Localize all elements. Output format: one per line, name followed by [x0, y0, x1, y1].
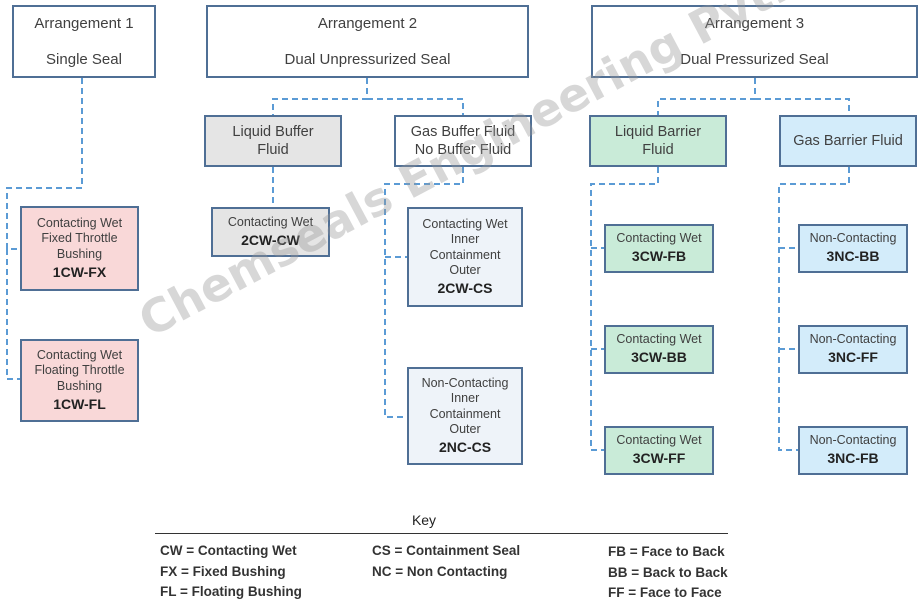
liquid-barrier-line2: Fluid — [642, 142, 674, 158]
seal-2nc-cs-line2: Inner — [450, 391, 480, 406]
seal-2nc-cs-line1: Non-Contacting — [421, 375, 509, 390]
seal-3nc-fb-code: 3NC-FB — [827, 450, 879, 467]
arrangement-3-title: Arrangement 3 — [704, 15, 805, 32]
seal-3cw-fb-box: Contacting Wet 3CW-FB — [604, 224, 714, 273]
arrangement-1-title: Arrangement 1 — [34, 15, 134, 32]
seal-3nc-bb-code: 3NC-BB — [826, 248, 880, 265]
connector-arr1-to-1cw-fx — [6, 78, 83, 250]
seal-2cw-cw-box: Contacting Wet 2CW-CW — [211, 207, 330, 257]
arrangement-2-box: Arrangement 2 Dual Unpressurized Seal — [206, 5, 529, 78]
liquid-barrier-line1: Liquid Barrier — [614, 123, 702, 140]
arrangement-3-subtitle: Dual Pressurized Seal — [680, 51, 829, 69]
connector-arr2-to-gas-buffer — [367, 98, 464, 115]
key-item-ff: FF = Face to Face — [608, 585, 722, 600]
gas-barrier-fluid-box: Gas Barrier Fluid — [779, 115, 917, 167]
connector-gas-barrier-down — [778, 167, 850, 451]
seal-3cw-fb-code: 3CW-FB — [631, 248, 687, 265]
seal-1cw-fx-code: 1CW-FX — [52, 263, 107, 280]
seal-3nc-fb-box: Non-Contacting 3NC-FB — [798, 426, 908, 475]
seal-3nc-bb-line1: Non-Contacting — [809, 231, 897, 246]
seal-3cw-ff-code: 3CW-FF — [632, 450, 686, 467]
liquid-barrier-fluid-box: Liquid Barrier Fluid — [589, 115, 727, 167]
seal-2cw-cw-code: 2CW-CW — [241, 231, 300, 248]
connector-arr3-split — [657, 78, 756, 115]
seal-2cw-cs-line4: Outer — [449, 263, 481, 278]
arrangement-3-box: Arrangement 3 Dual Pressurized Seal — [591, 5, 918, 78]
connector-arr2-split — [272, 78, 368, 115]
seal-3cw-ff-box: Contacting Wet 3CW-FF — [604, 426, 714, 475]
seal-1cw-fx-line3: Bushing — [56, 247, 103, 262]
seal-3nc-fb-line1: Non-Contacting — [809, 433, 897, 448]
seal-1cw-fl-line2: Floating Throttle — [34, 363, 125, 378]
key-item-fx: FX = Fixed Bushing — [160, 563, 286, 579]
key-item-nc: NC = Non Contacting — [372, 563, 508, 579]
seal-2cw-cs-code: 2CW-CS — [437, 280, 493, 296]
key-column-3: FB = Face to Back BB = Back to Back FF =… — [608, 542, 728, 604]
arrangement-2-subtitle: Dual Unpressurized Seal — [284, 51, 451, 69]
seal-2nc-cs-box: Non-Contacting Inner Containment Outer 2… — [407, 367, 523, 465]
seal-2nc-cs-code: 2NC-CS — [438, 439, 492, 455]
seal-3nc-ff-line1: Non-Contacting — [809, 332, 897, 347]
connector-gas-buffer-down — [384, 167, 464, 418]
key-title: Key — [411, 512, 437, 528]
seal-3nc-ff-code: 3NC-FF — [828, 349, 878, 366]
gas-barrier-line1: Gas Barrier Fluid — [793, 132, 903, 149]
seal-2cw-cs-line3: Containment — [429, 247, 501, 262]
seal-3nc-bb-box: Non-Contacting 3NC-BB — [798, 224, 908, 273]
liquid-buffer-line1: Liquid Buffer — [232, 123, 314, 140]
arrangement-2-title: Arrangement 2 — [317, 15, 418, 32]
seal-1cw-fx-box: Contacting Wet Fixed Throttle Bushing 1C… — [20, 206, 139, 291]
connector-arr3-to-gas-barrier — [755, 98, 850, 115]
arrangement-1-subtitle: Single Seal — [46, 51, 122, 69]
seal-1cw-fx-line1: Contacting Wet — [36, 215, 123, 230]
seal-2cw-cs-line2: Inner — [450, 232, 480, 247]
gas-buffer-line2: No Buffer Fluid — [414, 142, 512, 158]
seal-3cw-bb-box: Contacting Wet 3CW-BB — [604, 325, 714, 374]
connector-liquid-barrier-down — [590, 167, 659, 451]
seal-2cw-cw-line1: Contacting Wet — [227, 214, 314, 229]
seal-1cw-fl-box: Contacting Wet Floating Throttle Bushing… — [20, 339, 139, 422]
key-item-fb: FB = Face to Back — [608, 544, 725, 559]
key-divider — [155, 533, 728, 534]
gas-buffer-fluid-box: Gas Buffer Fluid No Buffer Fluid — [394, 115, 532, 167]
seal-3cw-fb-line1: Contacting Wet — [616, 231, 702, 246]
key-item-cs: CS = Containment Seal — [372, 543, 521, 558]
seal-2cw-cs-box: Contacting Wet Inner Containment Outer 2… — [407, 207, 523, 307]
seal-3cw-ff-line1: Contacting Wet — [616, 433, 702, 448]
seal-3cw-bb-line1: Contacting Wet — [616, 332, 702, 347]
seal-2nc-cs-line4: Outer — [449, 422, 481, 437]
arrangement-1-box: Arrangement 1 Single Seal — [12, 5, 156, 78]
connector-arr1-to-1cw-fl — [6, 249, 20, 380]
liquid-buffer-line2: Fluid — [257, 142, 289, 158]
key-column-1: CW = Contacting Wet FX = Fixed Bushing F… — [160, 541, 302, 603]
seal-3cw-bb-code: 3CW-BB — [631, 349, 687, 366]
seal-2nc-cs-line3: Containment — [429, 406, 501, 421]
key-item-bb: BB = Back to Back — [608, 564, 728, 580]
key-item-cw: CW = Contacting Wet — [160, 543, 297, 558]
seal-3nc-ff-box: Non-Contacting 3NC-FF — [798, 325, 908, 374]
liquid-buffer-fluid-box: Liquid Buffer Fluid — [204, 115, 342, 167]
seal-1cw-fl-code: 1CW-FL — [53, 395, 106, 412]
seal-1cw-fl-line1: Contacting Wet — [36, 347, 123, 362]
key-item-fl: FL = Floating Bushing — [160, 584, 302, 599]
seal-1cw-fl-line3: Bushing — [56, 379, 103, 394]
gas-buffer-line1: Gas Buffer Fluid — [410, 123, 516, 140]
seal-1cw-fx-line2: Fixed Throttle — [41, 231, 118, 246]
key-column-2: CS = Containment Seal NC = Non Contactin… — [372, 541, 520, 582]
seal-2cw-cs-line1: Contacting Wet — [422, 216, 508, 231]
